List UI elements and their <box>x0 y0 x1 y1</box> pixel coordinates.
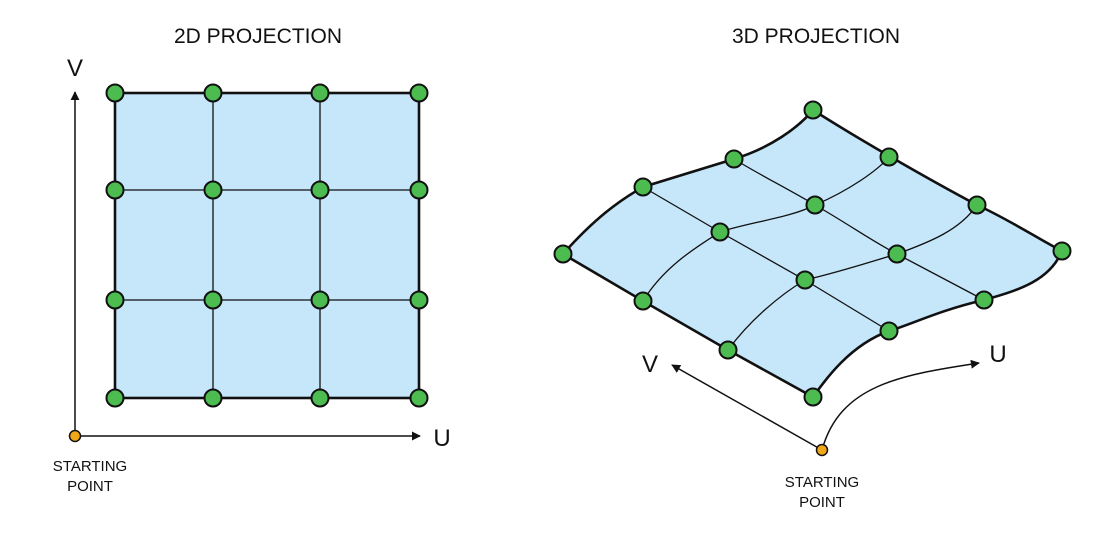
u-axis-label-3d: U <box>989 341 1006 368</box>
starting-point-label-2d-line1: STARTING <box>53 458 127 475</box>
title-2d-projection: 2D PROJECTION <box>174 25 342 48</box>
v-axis-arrow-3d <box>671 364 823 451</box>
starting-point-2d <box>68 429 82 443</box>
surface-border-2d <box>113 91 421 400</box>
control-point <box>310 180 330 200</box>
control-point <box>105 180 125 200</box>
control-point <box>409 290 429 310</box>
control-point <box>1052 241 1072 261</box>
control-point <box>633 177 653 197</box>
control-point <box>967 195 987 215</box>
grid-line <box>642 156 890 302</box>
control-point <box>887 244 907 264</box>
control-point <box>310 83 330 103</box>
control-point <box>105 388 125 408</box>
panel-3d-projection: 3D PROJECTION V U STARTING POINT <box>553 25 1072 511</box>
control-point <box>105 290 125 310</box>
control-point <box>310 290 330 310</box>
control-point <box>633 291 653 311</box>
starting-point-3d <box>815 443 829 457</box>
u-axis-label-2d: U <box>433 425 450 452</box>
v-axis-label-2d: V <box>67 55 83 82</box>
control-point <box>409 180 429 200</box>
control-point <box>803 387 823 407</box>
grid-line <box>642 186 890 332</box>
starting-point-label-3d-line1: STARTING <box>785 474 859 491</box>
u-axis-arrow-3d <box>821 359 980 451</box>
surface-2d <box>115 93 419 398</box>
control-point <box>805 195 825 215</box>
control-point <box>879 321 899 341</box>
control-point <box>553 244 573 264</box>
control-point <box>310 388 330 408</box>
control-point <box>724 149 744 169</box>
control-point <box>203 290 223 310</box>
control-points-3d <box>553 100 1072 407</box>
control-point <box>409 83 429 103</box>
control-point <box>203 388 223 408</box>
control-point <box>710 222 730 242</box>
control-point <box>203 83 223 103</box>
control-point <box>795 270 815 290</box>
control-point <box>974 290 994 310</box>
v-axis-label-3d: V <box>642 351 658 378</box>
control-point <box>409 388 429 408</box>
control-point <box>803 100 823 120</box>
grid-lines-2d <box>115 93 419 398</box>
title-3d-projection: 3D PROJECTION <box>732 25 900 48</box>
control-point <box>879 147 899 167</box>
starting-point-label-3d-line2: POINT <box>799 494 845 511</box>
control-point <box>105 83 125 103</box>
control-point <box>718 340 738 360</box>
surface-3d <box>563 110 1062 397</box>
grid-line <box>727 204 978 351</box>
control-point <box>203 180 223 200</box>
starting-point-label-2d-line2: POINT <box>67 478 113 495</box>
panel-2d-projection: 2D PROJECTION V U STARTING POINT <box>53 25 451 495</box>
control-points-2d <box>105 83 429 408</box>
